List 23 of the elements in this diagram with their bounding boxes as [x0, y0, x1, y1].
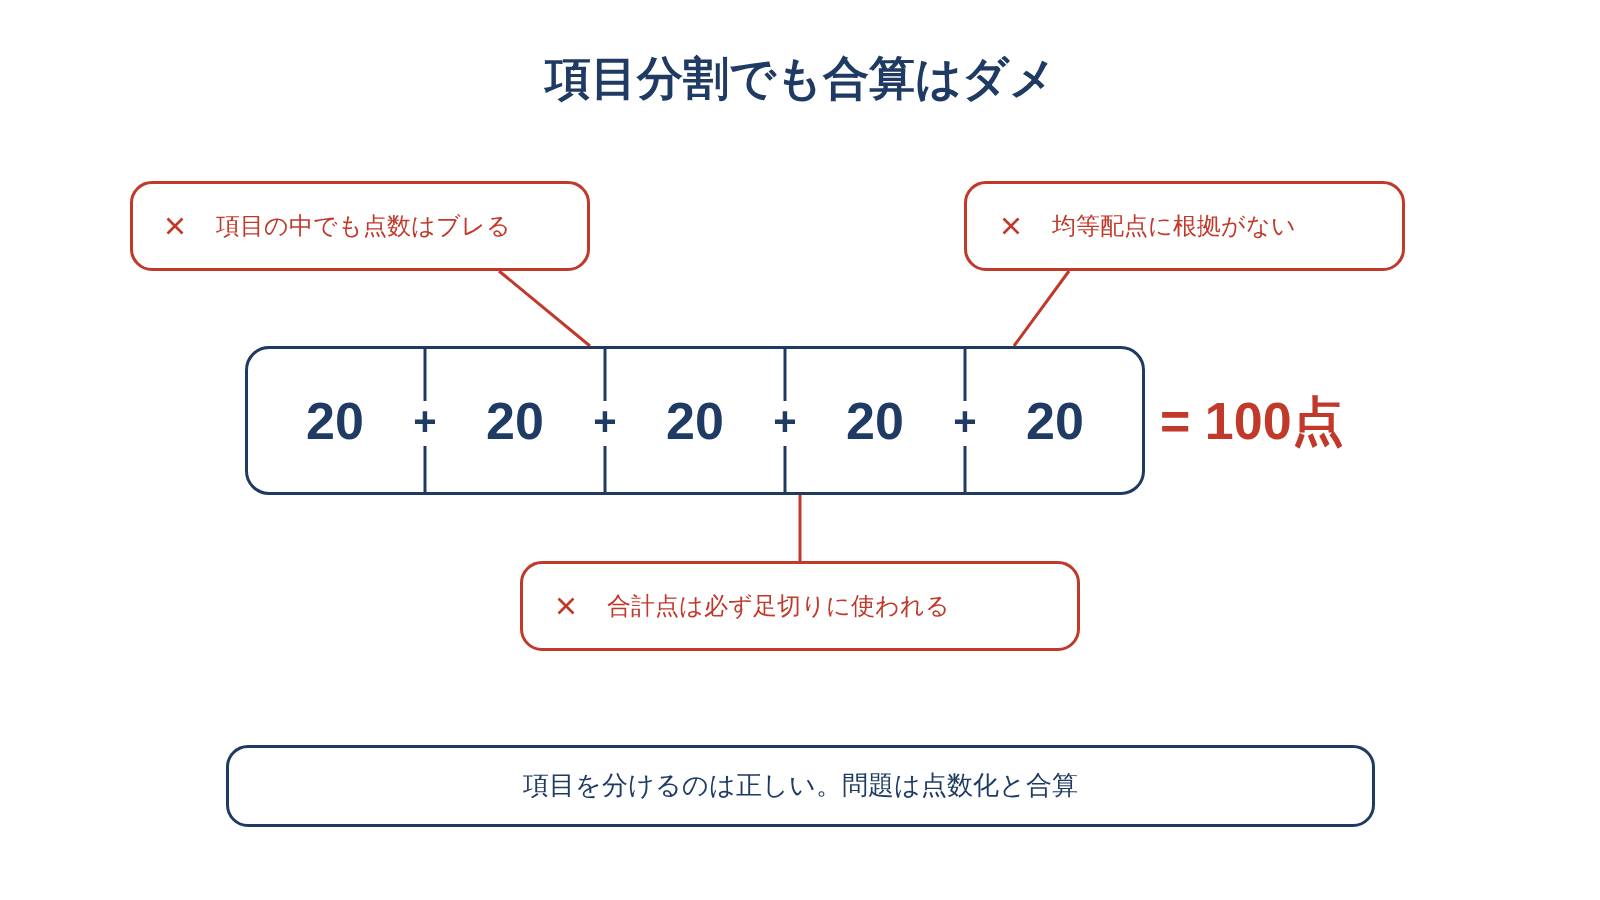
plus-sign: + [953, 401, 977, 441]
leader-line [1012, 270, 1071, 347]
title: 項目分割でも合算はダメ [544, 51, 1056, 105]
callout-text: 均等配点に根拠がない [1052, 211, 1296, 241]
callout-box [964, 181, 1405, 271]
total-score: = 100点 [1160, 395, 1344, 447]
score-number: 20 [486, 395, 544, 447]
callout-box [520, 561, 1080, 651]
callout-text: 合計点は必ず足切りに使われる [607, 591, 950, 621]
plus-sign: + [773, 401, 797, 441]
callout-box [130, 181, 590, 271]
score-box [245, 346, 1145, 495]
plus-sign: + [413, 401, 437, 441]
score-number: 20 [1026, 395, 1084, 447]
leader-line [798, 495, 802, 561]
leader-line [498, 269, 591, 348]
note-box [226, 745, 1375, 827]
score-number: 20 [306, 395, 364, 447]
score-number: 20 [666, 395, 724, 447]
score-number: 20 [846, 395, 904, 447]
plus-sign: + [593, 401, 617, 441]
note-text: 項目を分けるのは正しい。問題は点数化と合算 [523, 770, 1078, 802]
callout-text: 項目の中でも点数はブレる [216, 211, 511, 241]
